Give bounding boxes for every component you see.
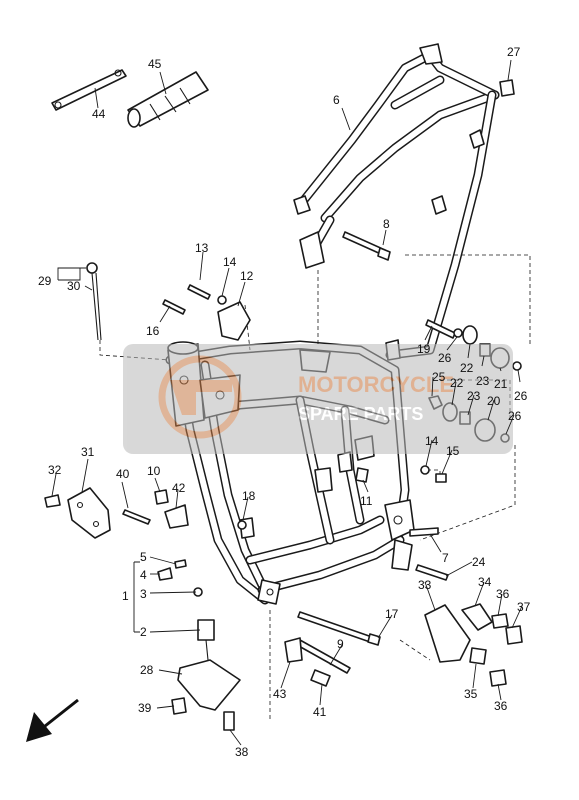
callout-41: 41 (313, 705, 327, 719)
callout-5: 5 (140, 550, 147, 564)
callout-26-c: 26 (508, 409, 522, 423)
watermark-line2: SPARE PARTS (298, 404, 423, 424)
callout-7: 7 (442, 551, 449, 565)
callout-42: 42 (172, 481, 186, 495)
callout-17: 17 (385, 607, 399, 621)
watermark: MOTORCYCLE SPARE PARTS (123, 344, 513, 454)
callout-13: 13 (195, 241, 209, 255)
brackets (44, 487, 523, 731)
tool-44 (51, 69, 127, 111)
callout-34: 34 (478, 575, 492, 589)
callout-43: 43 (273, 687, 287, 701)
callout-23-lower: 23 (467, 389, 481, 403)
callout-29: 29 (38, 274, 52, 288)
callout-6: 6 (333, 93, 340, 107)
bracket-34 (461, 603, 493, 631)
callout-40: 40 (116, 467, 130, 481)
callout-25: 25 (432, 370, 446, 384)
callout-22-upper: 22 (460, 361, 474, 375)
callout-14-right: 14 (425, 434, 439, 448)
callout-23-upper: 23 (476, 374, 490, 388)
bracket-31 (67, 487, 111, 539)
callout-21: 21 (494, 377, 508, 391)
callout-20: 20 (487, 394, 501, 408)
callout-15: 15 (446, 444, 460, 458)
callout-18: 18 (242, 489, 256, 503)
callout-28: 28 (140, 663, 154, 677)
guard-28 (177, 659, 241, 711)
callout-9: 9 (337, 637, 344, 651)
callout-8: 8 (383, 217, 390, 231)
callout-4: 4 (140, 568, 147, 582)
callout-labels: 1 2 3 4 5 6 7 8 9 10 11 12 13 14 14 15 1… (38, 45, 531, 759)
callout-14-top: 14 (223, 255, 237, 269)
hardware (86, 231, 522, 687)
callout-3: 3 (140, 587, 147, 601)
callout-26-b: 26 (514, 389, 528, 403)
callout-37: 37 (517, 600, 531, 614)
callout-32: 32 (48, 463, 62, 477)
callout-19: 19 (417, 342, 431, 356)
callout-1: 1 (122, 589, 129, 603)
callout-36-bottom: 36 (494, 699, 508, 713)
callout-38: 38 (235, 745, 249, 759)
guard-33 (424, 604, 471, 663)
callout-24: 24 (472, 555, 486, 569)
callout-45: 45 (148, 57, 162, 71)
callout-2: 2 (140, 625, 147, 639)
callout-leaders (51, 59, 523, 746)
callout-35: 35 (464, 687, 478, 701)
callout-16: 16 (146, 324, 160, 338)
callout-11: 11 (360, 494, 373, 508)
callout-12: 12 (240, 269, 254, 283)
callout-31: 31 (81, 445, 95, 459)
callout-36-top: 36 (496, 587, 510, 601)
rear-subframe (293, 43, 515, 361)
callout-39: 39 (138, 701, 152, 715)
callout-26-a: 26 (438, 351, 452, 365)
callout-44: 44 (92, 107, 106, 121)
callout-27: 27 (507, 45, 521, 59)
callout-22-lower: 22 (450, 376, 464, 390)
watermark-line1: MOTORCYCLE (298, 372, 454, 397)
tool-45 (127, 71, 209, 128)
callout-10: 10 (147, 464, 161, 478)
callout-33: 33 (418, 578, 432, 592)
arrow-front-left-icon (26, 698, 79, 742)
callout-30: 30 (67, 279, 81, 293)
